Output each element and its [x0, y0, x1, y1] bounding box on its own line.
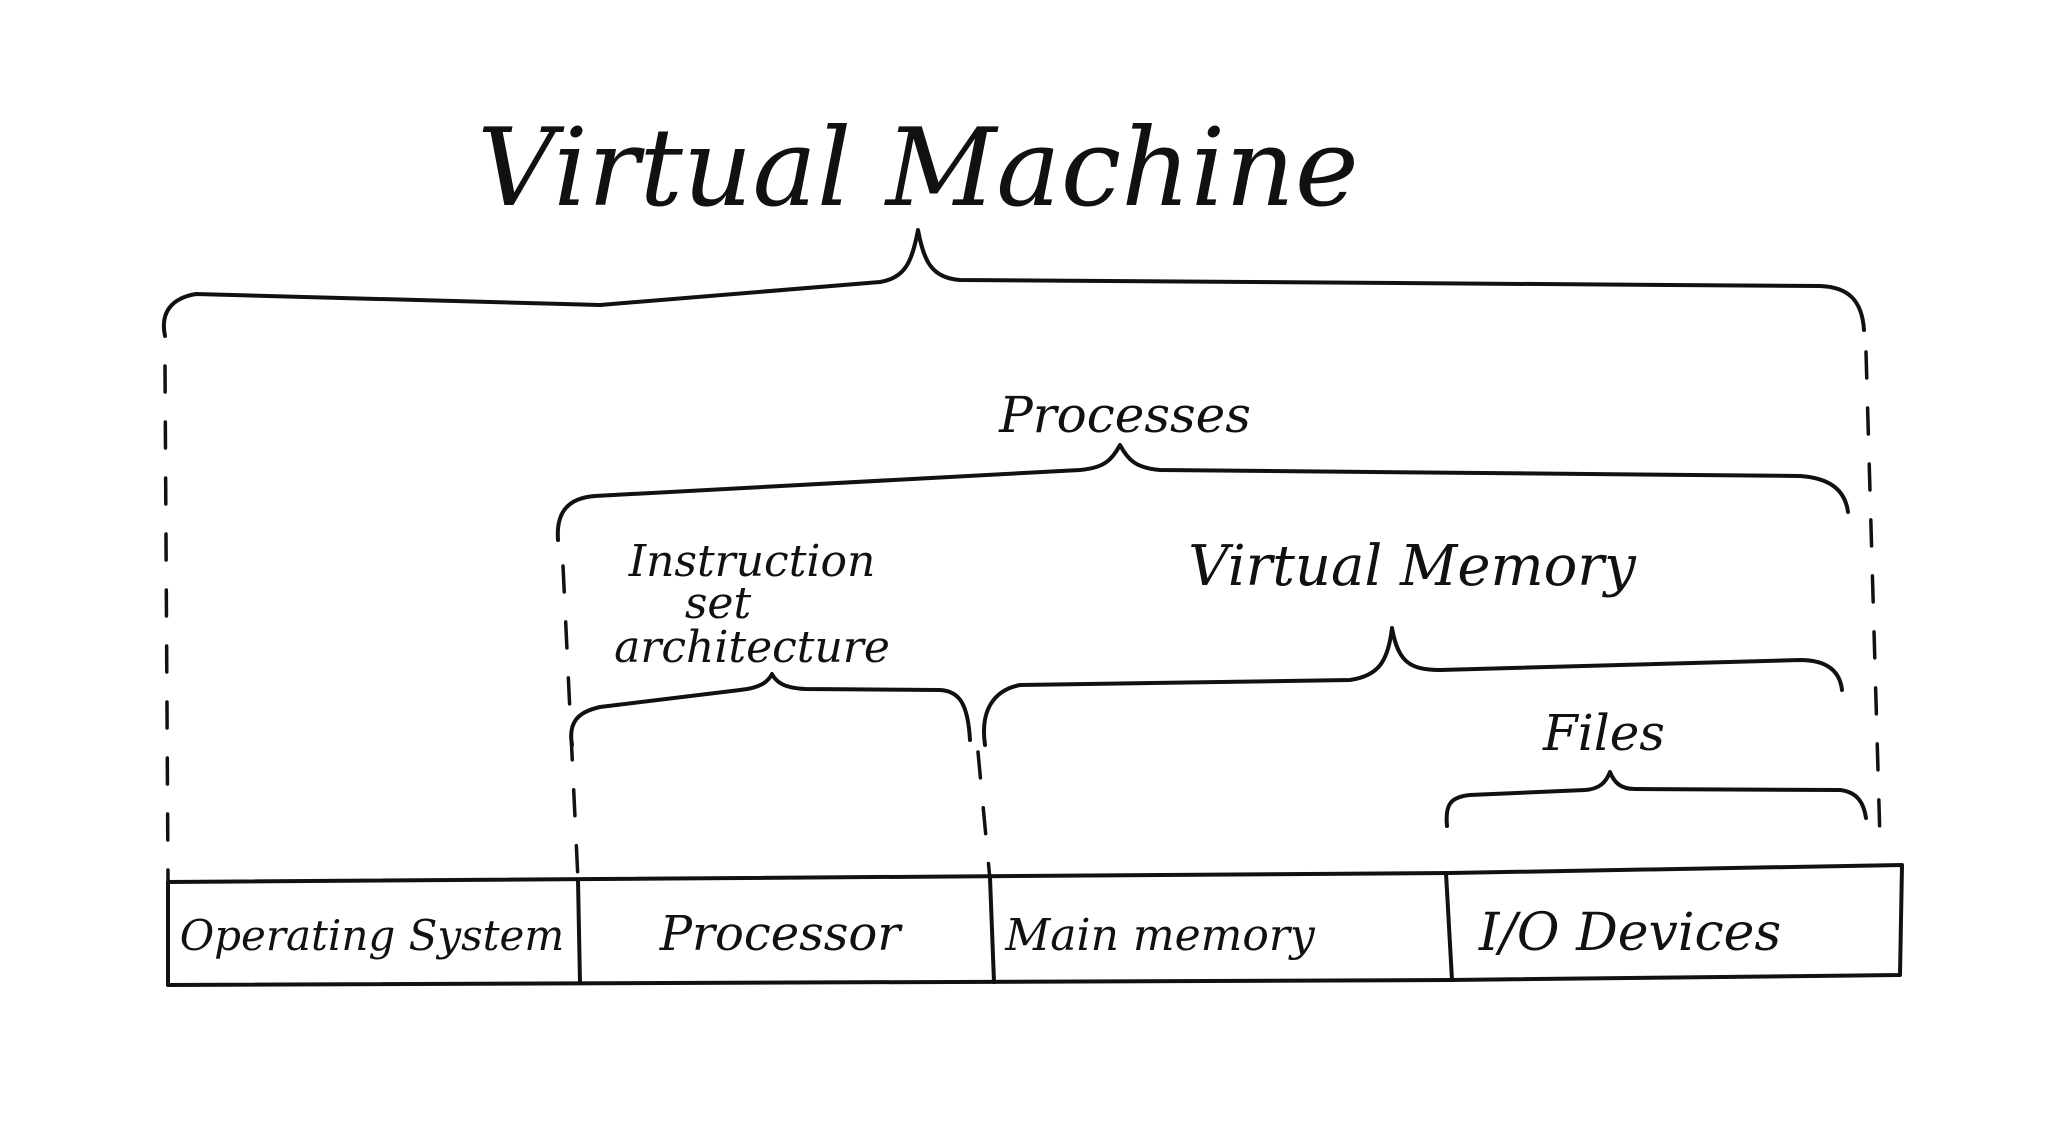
cell-processor: Processor	[659, 906, 904, 962]
label-instruction: Instruction	[628, 536, 876, 587]
brace-virtual-memory	[982, 626, 1844, 747]
label-virtual-memory: Virtual Memory	[1188, 534, 1637, 599]
cell-main-memory: Main memory	[1004, 910, 1316, 961]
title-virtual-machine: Virtual Machine	[477, 106, 1359, 231]
hardware-divider-2	[988, 876, 996, 984]
brace-virtual-machine	[161, 228, 1866, 338]
hardware-divider-1	[576, 878, 582, 985]
brace-isa	[569, 672, 972, 747]
cell-io-devices: I/O Devices	[1478, 903, 1781, 963]
cell-operating-system: Operating System	[180, 911, 565, 960]
brace-files	[1444, 770, 1868, 828]
dashed-guide-vm-right	[1864, 350, 1882, 842]
label-processes: Processes	[998, 386, 1251, 444]
hardware-divider-3	[1444, 871, 1454, 982]
label-set: set	[685, 578, 752, 629]
dashed-guide-isa-right	[976, 750, 992, 882]
label-architecture: architecture	[614, 622, 890, 673]
hardware-bar-outline	[166, 863, 1904, 987]
dashed-guide-vm-left	[163, 364, 170, 882]
brace-processes	[555, 443, 1850, 542]
label-files: Files	[1542, 704, 1665, 762]
